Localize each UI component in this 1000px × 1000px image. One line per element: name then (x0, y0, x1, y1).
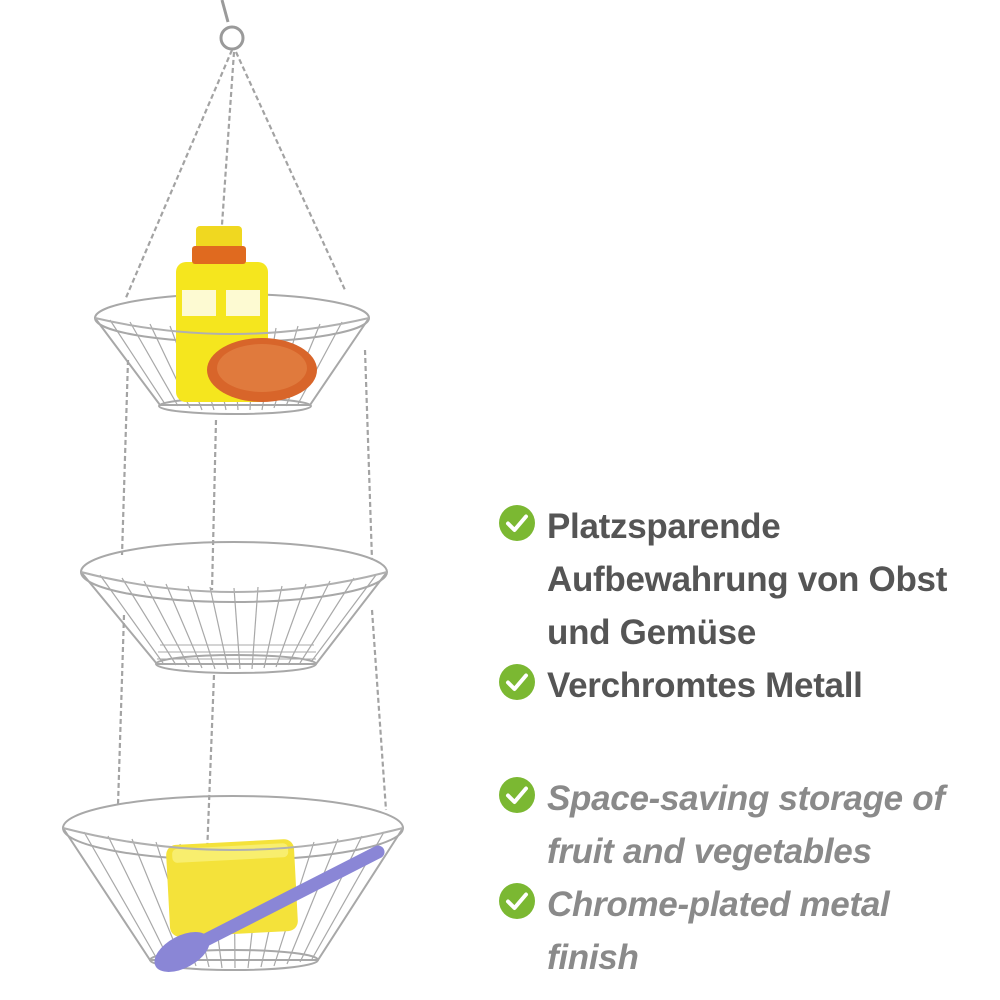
feature-item-chrome-en: Chrome-plated metal finish (498, 878, 978, 984)
ceiling-hook (219, 0, 245, 51)
check-circle-icon (499, 883, 535, 919)
middle-chains (120, 349, 374, 591)
check-circle-icon (499, 505, 535, 541)
feature-text: Space-saving storage of fruit and vegeta… (547, 779, 945, 871)
check-circle-icon (499, 664, 535, 700)
feature-item-space-saving-en: Space-saving storage of fruit and vegeta… (498, 772, 978, 878)
feature-item-chrome-de: Verchromtes Metall (498, 659, 978, 712)
feature-text: Platzsparende Aufbewahrung von Obst und … (547, 507, 948, 652)
basket-middle (80, 541, 388, 674)
feature-text: Verchromtes Metall (547, 666, 863, 705)
feature-item-space-saving-de: Platzsparende Aufbewahrung von Obst und … (498, 500, 978, 659)
dish-brush (154, 845, 385, 972)
product-image (62, 0, 404, 972)
scourer (207, 338, 317, 402)
check-circle-icon (499, 777, 535, 813)
feature-text: Chrome-plated metal finish (547, 885, 890, 977)
feature-list: Platzsparende Aufbewahrung von Obst und … (498, 500, 978, 984)
